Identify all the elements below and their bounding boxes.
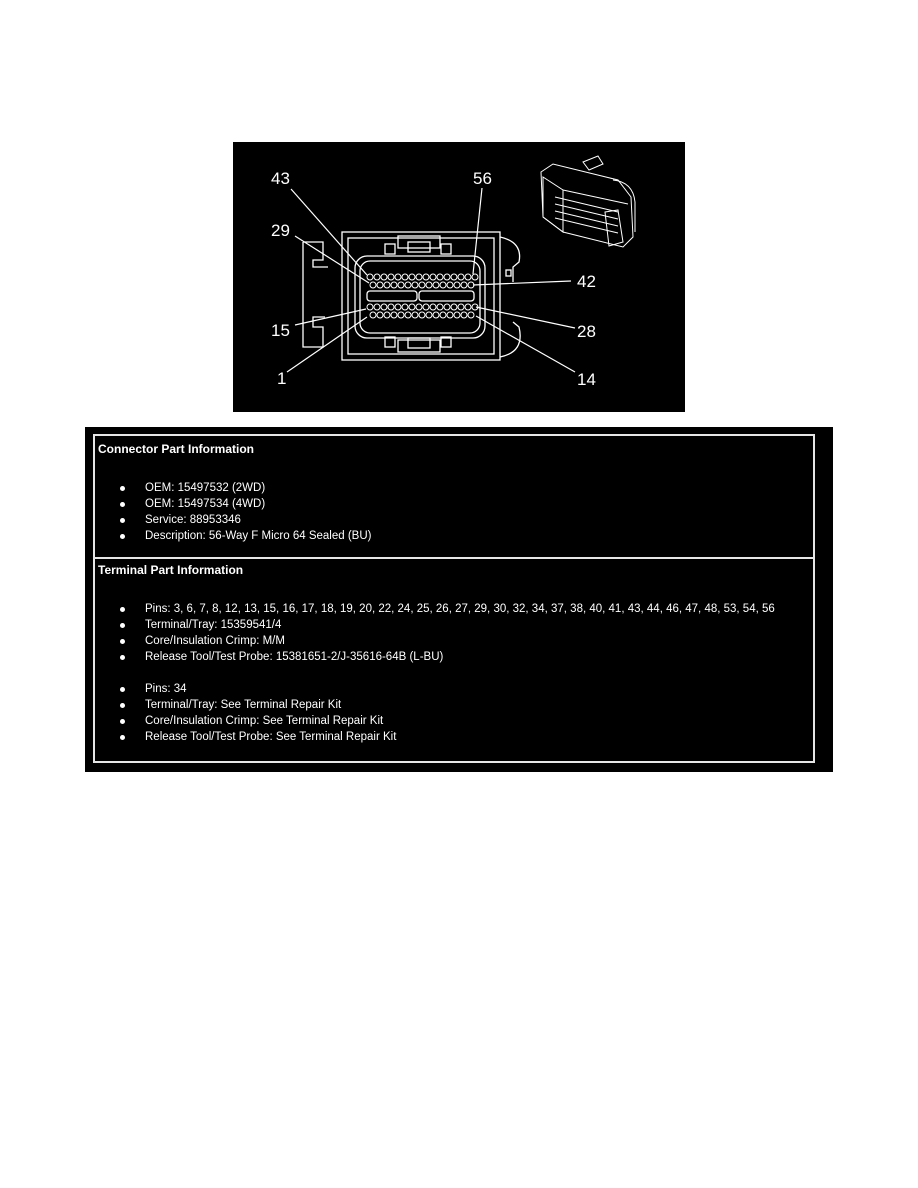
list-item: OEM: 15497532 (2WD) [95, 480, 813, 496]
list-item: Terminal/Tray: See Terminal Repair Kit [95, 697, 813, 713]
list-item: Core/Insulation Crimp: See Terminal Repa… [95, 713, 813, 729]
list-item: OEM: 15497534 (4WD) [95, 496, 813, 512]
terminal-group-2-list: Pins: 34 Terminal/Tray: See Terminal Rep… [95, 681, 813, 745]
pin-row-43-56 [366, 273, 479, 281]
list-item: Release Tool/Test Probe: See Terminal Re… [95, 729, 813, 745]
list-item: Pins: 3, 6, 7, 8, 12, 13, 15, 16, 17, 18… [95, 601, 813, 617]
pin-label-42: 42 [577, 272, 596, 291]
list-item: Core/Insulation Crimp: M/M [95, 633, 813, 649]
terminal-part-info-section: Terminal Part Information Pins: 3, 6, 7,… [95, 557, 813, 761]
connector-face-diagram: 43 56 29 42 15 28 1 14 [233, 142, 685, 412]
pin-label-29: 29 [271, 221, 290, 240]
pin-label-15: 15 [271, 321, 290, 340]
list-item: Terminal/Tray: 15359541/4 [95, 617, 813, 633]
part-info-table: Connector Part Information OEM: 15497532… [85, 427, 833, 772]
connector-part-info-section: Connector Part Information OEM: 15497532… [95, 436, 813, 559]
connector-part-list: OEM: 15497532 (2WD) OEM: 15497534 (4WD) … [95, 480, 813, 544]
list-item: Release Tool/Test Probe: 15381651-2/J-35… [95, 649, 813, 665]
pin-label-14: 14 [577, 370, 596, 389]
terminal-part-info-title: Terminal Part Information [98, 563, 244, 577]
connector-isometric-view [540, 155, 636, 248]
pin-row-29-42 [369, 281, 475, 289]
pin-row-1-14 [369, 311, 475, 319]
pin-label-1: 1 [277, 369, 286, 388]
pin-label-43: 43 [271, 169, 290, 188]
list-item: Description: 56-Way F Micro 64 Sealed (B… [95, 528, 813, 544]
connector-part-info-title: Connector Part Information [98, 442, 255, 456]
pin-label-28: 28 [577, 322, 596, 341]
list-item: Service: 88953346 [95, 512, 813, 528]
pin-label-56: 56 [473, 169, 492, 188]
terminal-group-1-list: Pins: 3, 6, 7, 8, 12, 13, 15, 16, 17, 18… [95, 601, 813, 665]
connector-drawing: 43 56 29 42 15 28 1 14 [271, 155, 636, 389]
pin-row-15-28 [366, 303, 479, 311]
list-item: Pins: 34 [95, 681, 813, 697]
